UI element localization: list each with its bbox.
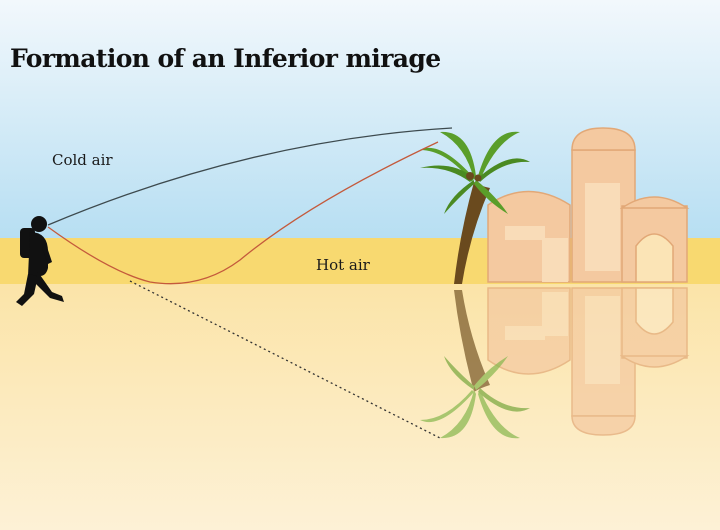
hot-air-label: Hot air [316,256,370,274]
building-icon [487,127,690,283]
walking-person-icon [16,216,64,306]
palm-tree-icon [420,131,530,284]
diagram-title: Formation of an Inferior mirage [10,44,441,73]
palm-tree-reflection [420,290,530,439]
refracted-ray [47,141,439,285]
building-reflection [487,287,690,436]
cold-air-direct-ray [47,127,453,226]
cold-air-label: Cold air [52,151,113,169]
